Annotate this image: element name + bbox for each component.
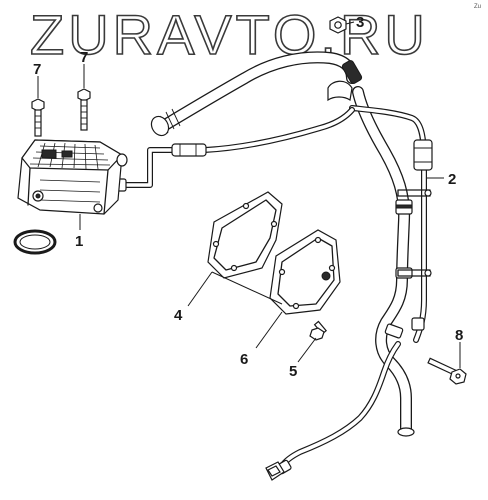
canister — [17, 139, 128, 215]
corner-mark: Zu — [474, 4, 481, 10]
hose-clamp-top — [327, 60, 363, 102]
right-hose — [352, 86, 415, 437]
watermark-logo: ZURAVTO.RU — [30, 3, 429, 66]
pipe-fitting-bottom — [265, 459, 292, 481]
callout-1: 1 — [75, 233, 83, 250]
callout-7-left: 7 — [33, 61, 41, 78]
upper-hose — [150, 51, 363, 137]
o-ring — [13, 229, 57, 255]
lower-pipe — [265, 341, 401, 481]
cover-6 — [269, 229, 341, 315]
nut-3 — [329, 16, 347, 34]
bolt-7-left — [31, 98, 45, 137]
callout-5: 5 — [289, 363, 297, 380]
bolt-7-right — [77, 88, 91, 131]
leader-lines — [37, 21, 461, 368]
middle-pipe — [111, 107, 355, 192]
callout-3: 3 — [356, 14, 364, 31]
callout-2: 2 — [448, 171, 456, 188]
callout-7-right: 7 — [80, 49, 88, 66]
bolt-8 — [427, 357, 467, 385]
screw-5 — [309, 320, 328, 341]
right-pipe — [349, 105, 433, 343]
callout-8: 8 — [455, 327, 463, 344]
pipe-brackets — [397, 189, 432, 277]
callout-4: 4 — [174, 307, 183, 324]
callouts: 7 7 3 2 1 4 6 5 8 — [33, 14, 463, 380]
callout-6: 6 — [240, 351, 248, 368]
gasket-4 — [207, 191, 283, 279]
